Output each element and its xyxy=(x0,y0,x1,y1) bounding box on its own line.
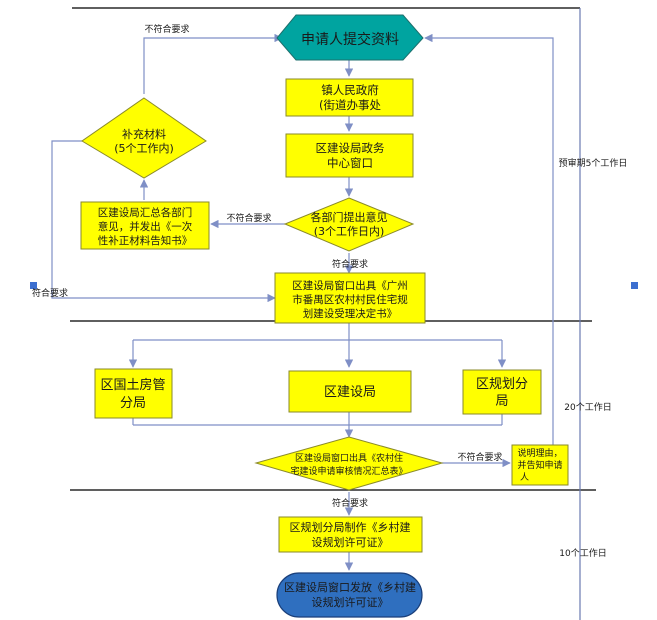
land-housing-bureau-box xyxy=(94,368,173,419)
phase-label-review: 20个工作日 xyxy=(564,401,611,413)
land-housing-bureau-label-2: 分局 xyxy=(120,396,146,411)
town-government-label-2: (街道办事处 xyxy=(319,98,381,112)
summary-notice-label-3: 性补正材料告知书》 xyxy=(98,234,193,247)
service-center-label-2: 中心窗口 xyxy=(327,156,373,170)
start-node xyxy=(276,14,424,61)
supplement-materials-diamond xyxy=(81,97,207,179)
summary-notice-label-2: 意见，并发出《一次 xyxy=(98,220,193,233)
edge-label-meet-review: 符合要求 xyxy=(332,497,368,509)
make-permit-box xyxy=(278,516,423,553)
right-handle xyxy=(631,282,638,289)
left-handle xyxy=(30,282,37,289)
arrow-supplement-to-start xyxy=(143,33,283,94)
summary-notice-box xyxy=(80,201,210,250)
construction-bureau-label: 区建设局 xyxy=(324,385,376,400)
review-summary-diamond xyxy=(254,436,444,491)
explain-reasons-label-3: 人 xyxy=(520,472,529,483)
edge-label-not-meet-review: 不符合要求 xyxy=(457,451,502,463)
planning-bureau-label-2: 局 xyxy=(495,394,508,409)
review-summary-label-1: 区建设局窗口出具《农村住 xyxy=(295,452,403,464)
acceptance-decision-label-2: 市番禺区农村村民住宅规 xyxy=(292,293,408,306)
issue-permit-node xyxy=(276,572,423,618)
explain-reasons-label-2: 并告知申请 xyxy=(517,459,562,471)
department-opinion-label-2: (3个工作日内) xyxy=(314,224,385,238)
construction-bureau-box xyxy=(288,370,412,413)
land-housing-bureau-label-1: 区国土房管 xyxy=(100,377,165,393)
supplement-materials-label-2: (5个工作内) xyxy=(114,141,174,155)
edge-label-not-meet-top: 不符合要求 xyxy=(144,23,189,35)
make-permit-label-1: 区规划分局制作《乡村建 xyxy=(290,520,411,534)
phase-label-pre-review: 预审期5个工作日 xyxy=(559,157,628,169)
planning-bureau-box xyxy=(462,369,542,415)
issue-permit-label-2: 设规划许可证》 xyxy=(312,595,389,609)
arrow-supplement-to-acceptance xyxy=(51,140,276,303)
town-government-box xyxy=(285,78,414,117)
acceptance-decision-label-3: 划建设受理决定书》 xyxy=(303,307,398,320)
acceptance-decision-box xyxy=(274,272,426,324)
edge-label-meet-opinion: 符合要求 xyxy=(332,258,368,270)
connectors xyxy=(51,33,554,571)
summary-notice-label-1: 区建设局汇总各部门 xyxy=(98,206,193,219)
service-center-label-1: 区建设局政务 xyxy=(316,141,385,155)
edge-label-meet-left: 符合要求 xyxy=(32,287,68,299)
explain-reasons-label-1: 说明理由， xyxy=(517,447,562,459)
explain-reasons-box xyxy=(511,444,569,486)
issue-permit-label-1: 区建设局窗口发放《乡村建 xyxy=(284,580,416,594)
supplement-materials-label-1: 补充材料 xyxy=(122,127,166,141)
review-summary-label-2: 宅建设申请审核情况汇总表》 xyxy=(290,465,407,477)
acceptance-decision-label-1: 区建设局窗口出具《广州 xyxy=(292,279,408,292)
department-opinion-diamond xyxy=(283,197,415,252)
planning-bureau-label-1: 区规划分 xyxy=(476,377,528,392)
department-opinion-label-1: 各部门提出意见 xyxy=(311,210,388,224)
arrow-explain-to-start xyxy=(424,33,554,445)
edge-label-not-meet-opinion: 不符合要求 xyxy=(226,212,271,224)
town-government-label-1: 镇人民政府 xyxy=(321,83,379,97)
start-node-label: 申请人提交资料 xyxy=(301,31,399,48)
phase-label-permit: 10个工作日 xyxy=(559,547,606,559)
make-permit-label-2: 设规划许可证》 xyxy=(312,535,389,549)
service-center-box xyxy=(285,133,414,178)
